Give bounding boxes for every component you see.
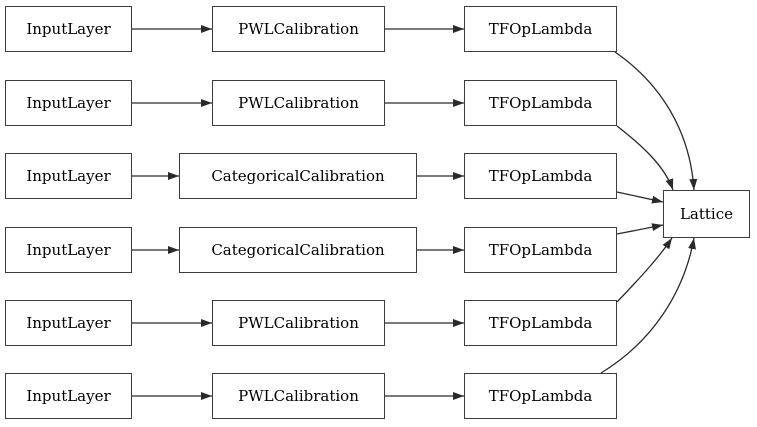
- node-pwl-3: PWLCalibration: [212, 300, 385, 346]
- node-lattice: Lattice: [663, 190, 750, 238]
- node-pwl-2: PWLCalibration: [212, 80, 385, 126]
- node-input-6: InputLayer: [5, 373, 132, 419]
- node-lambda-3: TFOpLambda: [464, 153, 617, 199]
- node-lambda-5: TFOpLambda: [464, 300, 617, 346]
- node-pwl-1: PWLCalibration: [212, 6, 385, 52]
- node-lambda-2: TFOpLambda: [464, 80, 617, 126]
- node-input-2: InputLayer: [5, 80, 132, 126]
- node-input-4: InputLayer: [5, 227, 132, 273]
- node-cat-1: CategoricalCalibration: [179, 153, 417, 199]
- edge-lambda-2-to-lattice: [616, 125, 674, 191]
- node-cat-2: CategoricalCalibration: [179, 227, 417, 273]
- node-lambda-1: TFOpLambda: [464, 6, 617, 52]
- node-input-1: InputLayer: [5, 6, 132, 52]
- node-lambda-6: TFOpLambda: [464, 373, 617, 419]
- node-input-3: InputLayer: [5, 153, 132, 199]
- edge-lambda-3-to-lattice: [616, 191, 664, 204]
- edge-lambda-4-to-lattice: [616, 223, 664, 235]
- edge-lambda-1-to-lattice: [614, 51, 698, 191]
- node-lambda-4: TFOpLambda: [464, 227, 617, 273]
- node-pwl-4: PWLCalibration: [212, 373, 385, 419]
- edge-lambda-5-to-lattice: [616, 237, 673, 303]
- node-input-5: InputLayer: [5, 300, 132, 346]
